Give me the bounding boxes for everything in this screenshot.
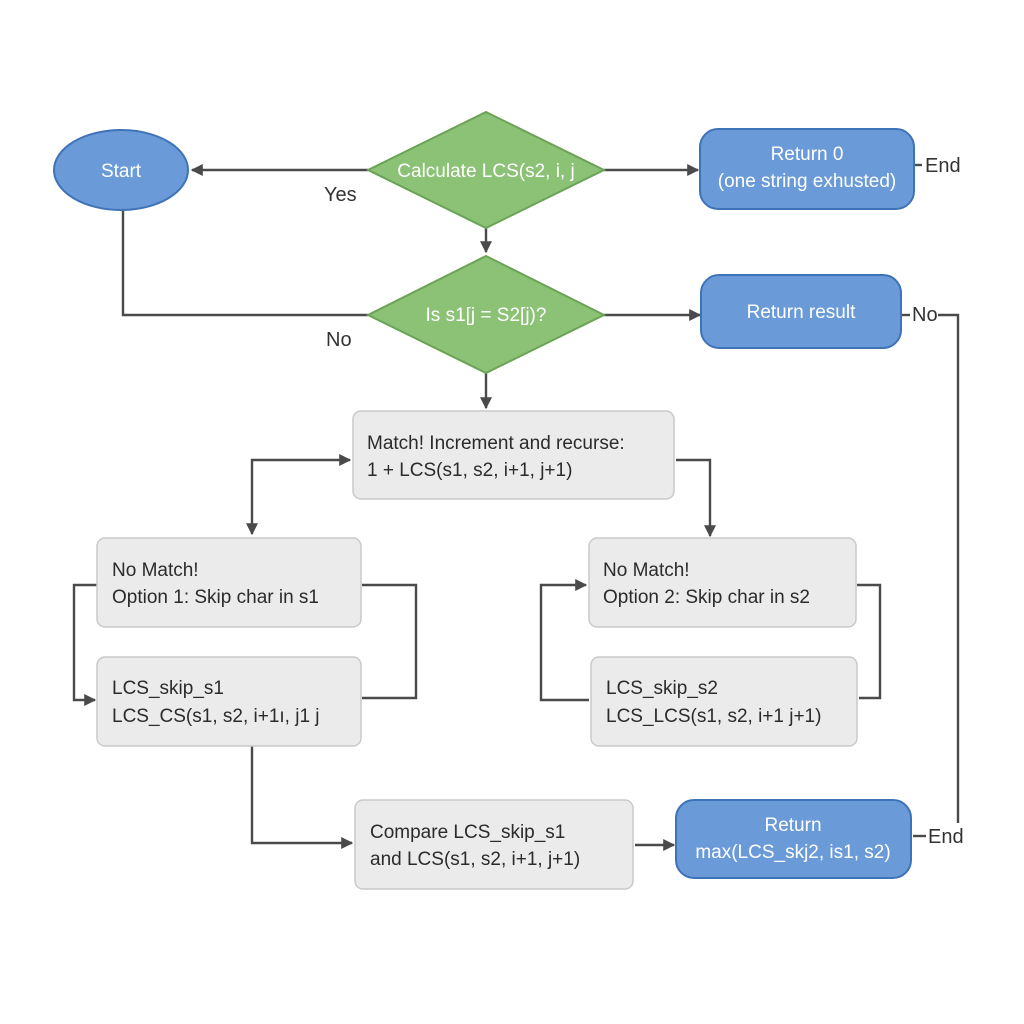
edge-start-to-compare bbox=[121, 210, 368, 317]
no-match-2-node: No Match! Option 2: Skip char in s2 bbox=[588, 537, 857, 628]
compare-lcs-line1: Compare LCS_skip_s1 bbox=[370, 822, 565, 843]
no-match-2-line1: No Match! bbox=[603, 560, 690, 581]
compare-chars-label: Is s1[j = S2[j)? bbox=[426, 305, 547, 326]
edge-return-result-to-end bbox=[938, 313, 960, 823]
match-line1: Match! Increment and recurse: bbox=[367, 433, 625, 454]
skip-s2-line2: LCS_LCS(s1, s2, i+1 j+1) bbox=[606, 706, 821, 727]
return-result-node: Return result bbox=[700, 274, 902, 349]
skip-s1-node: LCS_skip_s1 LCS_CS(s1, s2, i+1ı, j1 j bbox=[96, 656, 362, 747]
edge-nomatch1-to-skip-s1 bbox=[72, 583, 97, 706]
edge-skip-s2-to-nomatch2 bbox=[539, 579, 589, 702]
skip-s2-node: LCS_skip_s2 LCS_LCS(s1, s2, i+1 j+1) bbox=[590, 656, 858, 747]
calculate-decision: Calculate LCS(s2, i, j bbox=[365, 110, 607, 230]
no-match-1-line1: No Match! bbox=[112, 560, 199, 581]
start-node: Start bbox=[53, 129, 189, 211]
label-end-top: End bbox=[925, 155, 961, 177]
return-max-node: Return max(LCS_skj2, is1, s2) bbox=[675, 799, 912, 879]
return-max-line1: Return bbox=[764, 815, 821, 836]
connectors bbox=[72, 163, 960, 851]
label-yes: Yes bbox=[324, 184, 357, 206]
edge-nomatch2-loop bbox=[857, 583, 882, 700]
edge-nomatch1-to-match bbox=[246, 454, 352, 536]
compare-lcs-node: Compare LCS_skip_s1 and LCS(s1, s2, i+1,… bbox=[354, 799, 634, 890]
compare-chars-decision: Is s1[j = S2[j)? bbox=[365, 254, 607, 375]
edge-nomatch1-loop bbox=[362, 583, 418, 700]
return-zero-node: Return 0 (one string exhusted) bbox=[699, 128, 915, 210]
skip-s2-line1: LCS_skip_s2 bbox=[606, 678, 718, 699]
return-result-label: Return result bbox=[747, 302, 856, 323]
skip-s1-line1: LCS_skip_s1 bbox=[112, 678, 224, 699]
return-zero-line2: (one string exhusted) bbox=[718, 171, 897, 192]
compare-lcs-line2: and LCS(s1, s2, i+1, j+1) bbox=[370, 849, 580, 870]
return-zero-line1: Return 0 bbox=[771, 144, 844, 165]
label-no-left: No bbox=[326, 329, 352, 351]
start-label: Start bbox=[101, 161, 142, 182]
match-line2: 1 + LCS(s1, s2, i+1, j+1) bbox=[367, 460, 572, 481]
no-match-1-node: No Match! Option 1: Skip char in s1 bbox=[96, 537, 362, 628]
match-node: Match! Increment and recurse: 1 + LCS(s1… bbox=[352, 410, 675, 500]
label-no-right: No bbox=[912, 304, 938, 326]
calculate-label: Calculate LCS(s2, i, j bbox=[397, 161, 574, 182]
return-max-line2: max(LCS_skj2, is1, s2) bbox=[695, 842, 890, 863]
no-match-1-line2: Option 1: Skip char in s1 bbox=[112, 587, 319, 608]
label-end-bottom: End bbox=[928, 826, 964, 848]
edge-match-to-nomatch2 bbox=[676, 458, 716, 538]
no-match-2-line2: Option 2: Skip char in s2 bbox=[603, 587, 810, 608]
edge-skip-s1-to-compare-lcs bbox=[250, 746, 354, 849]
skip-s1-line2: LCS_CS(s1, s2, i+1ı, j1 j bbox=[112, 706, 320, 727]
